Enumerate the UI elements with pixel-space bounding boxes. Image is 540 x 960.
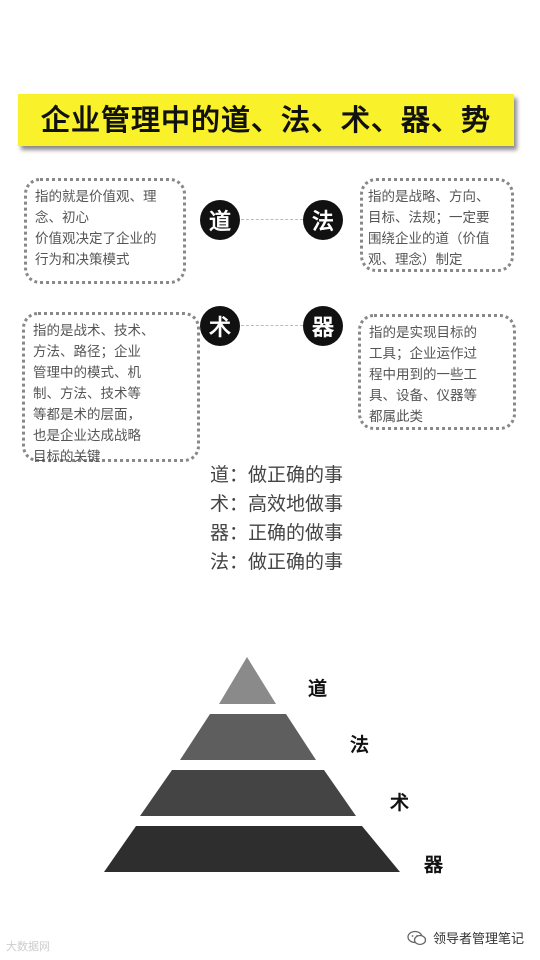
- card-fa-line: 目标、法规；一定要: [368, 210, 490, 226]
- watermark-source: 大数据网: [6, 940, 50, 953]
- summary-line: 法：做正确的事: [210, 551, 344, 573]
- card-fa-line: 围绕企业的道（价值: [368, 231, 490, 247]
- card-qi-line: 工具；企业运作过: [369, 346, 477, 362]
- card-dao-line: 行为和决策模式: [35, 252, 130, 268]
- card-qi-line: 指的是实现目标的: [369, 325, 477, 341]
- summary-line: 器：正确的做事: [210, 522, 344, 544]
- card-shu-line: 目标的关键: [33, 449, 101, 465]
- page-title: 企业管理中的道、法、术、器、势: [40, 103, 491, 137]
- card-shu-line: 制、方法、技术等: [33, 386, 141, 402]
- card-qi: 指的是实现目标的 工具；企业运作过 程中用到的一些工 具、设备、仪器等 都属此类: [358, 314, 516, 430]
- badge-fa: 法: [303, 200, 343, 240]
- summary-line: 道：做正确的事: [210, 464, 344, 486]
- card-dao-line: 价值观决定了企业的: [35, 231, 157, 247]
- card-dao-line: 念、初心: [35, 210, 89, 226]
- account-signature: 领导者管理笔记: [407, 928, 524, 947]
- card-fa-line: 观、理念）制定: [368, 252, 463, 268]
- card-qi-line: 具、设备、仪器等: [369, 388, 477, 404]
- card-shu-line: 也是企业达成战略: [33, 428, 141, 444]
- badge-shu: 术: [200, 306, 240, 346]
- pyramid-tier-dao: [219, 657, 276, 704]
- pyramid-label-dao: 道: [308, 678, 328, 700]
- pyramid-tier-shu: [140, 770, 356, 816]
- pyramid-tier-fa: [180, 714, 316, 760]
- pyramid-label-fa: 法: [350, 734, 370, 756]
- card-dao-line: 指的就是价值观、理: [35, 189, 157, 205]
- card-fa-line: 指的是战略、方向、: [368, 189, 490, 205]
- card-shu-line: 方法、路径；企业: [33, 344, 141, 360]
- card-qi-line: 都属此类: [369, 409, 423, 425]
- pyramid-label-qi: 器: [424, 854, 444, 876]
- card-shu-line: 指的是战术、技术、: [33, 323, 155, 339]
- connector-shu-qi: [241, 325, 303, 326]
- card-dao: 指的就是价值观、理 念、初心 价值观决定了企业的 行为和决策模式: [24, 178, 186, 284]
- title-banner: 企业管理中的道、法、术、器、势: [18, 94, 514, 146]
- card-shu-line: 管理中的模式、机: [33, 365, 141, 381]
- card-qi-line: 程中用到的一些工: [369, 367, 477, 383]
- summary-line: 术：高效地做事: [210, 493, 344, 515]
- wechat-icon: [407, 930, 427, 945]
- card-shu-line: 等都是术的层面，: [33, 407, 141, 423]
- card-fa: 指的是战略、方向、 目标、法规；一定要 围绕企业的道（价值 观、理念）制定: [360, 178, 514, 272]
- card-shu: 指的是战术、技术、 方法、路径；企业 管理中的模式、机 制、方法、技术等 等都是…: [22, 312, 200, 465]
- connector-dao-fa: [241, 219, 303, 220]
- badge-dao: 道: [200, 200, 240, 240]
- badge-qi: 器: [303, 306, 343, 346]
- pyramid-tier-qi: [104, 826, 400, 872]
- account-name: 领导者管理笔记: [432, 932, 524, 947]
- pyramid-label-shu: 术: [390, 792, 410, 814]
